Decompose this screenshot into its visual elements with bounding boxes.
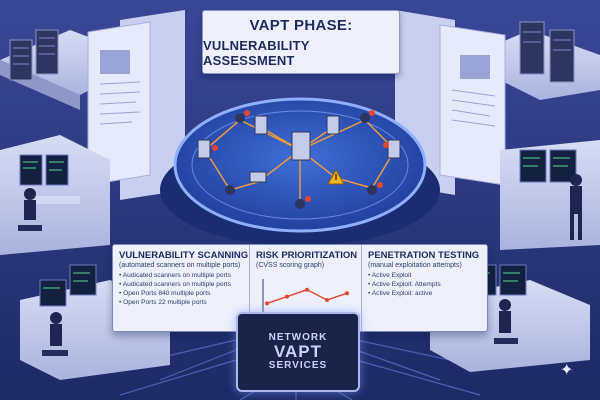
- person-icon: [50, 312, 62, 324]
- phase-title-card: VAPT PHASE: VULNERABILITY ASSESSMENT: [202, 10, 400, 74]
- person-icon: [24, 188, 36, 200]
- chip-line-3: SERVICES: [268, 359, 328, 371]
- list-item: Audicated scanners on multiple ports: [119, 280, 247, 289]
- sparkle-icon: ✦: [560, 360, 574, 379]
- risk-title: RISK PRIORITIZATION: [256, 250, 358, 261]
- network-node-icon: [197, 115, 401, 183]
- graph-point-0: [265, 301, 269, 306]
- list-item: Active Exploit: Attempts: [368, 280, 488, 289]
- phase-title: VAPT PHASE:: [249, 16, 353, 34]
- risk-subtitle: (CVSS scoring graph): [256, 262, 325, 269]
- list-item: Active Exploit: [368, 271, 488, 280]
- scanning-subtitle: (automated scanners on multiple ports): [119, 262, 241, 269]
- network-links: [204, 119, 396, 200]
- workstation-left: [0, 135, 110, 255]
- document-icon: [87, 10, 185, 200]
- chip-line-1: NETWORK: [268, 331, 328, 343]
- graph-point-3: [325, 298, 329, 302]
- graph-point-2: [305, 287, 309, 292]
- scanning-title: VULNERABILITY SCANNING: [119, 250, 249, 261]
- vapt-services-chip: NETWORK VAPT SERVICES: [236, 312, 360, 392]
- list-item: Open Ports 840 multiple ports: [119, 289, 247, 298]
- pentest-list: Active Exploit Active Exploit: Attempts …: [362, 271, 488, 298]
- pentest-subtitle: (manual exploitation attempts): [368, 262, 462, 269]
- list-item: Active Exploit: active: [368, 289, 488, 298]
- warning-icon: [327, 168, 345, 185]
- hacker-icon: [225, 113, 377, 209]
- graph-point-1: [285, 294, 289, 299]
- person-icon: [499, 299, 511, 311]
- graph-point-4: [345, 291, 349, 296]
- network-map-disc: [160, 97, 440, 246]
- chip-line-2: VAPT: [273, 342, 323, 362]
- graph-series-line: [266, 289, 348, 305]
- pentest-title: PENETRATION TESTING: [368, 250, 480, 261]
- phase-subtitle: VULNERABILITY ASSESSMENT: [203, 37, 310, 68]
- person-icon: [570, 174, 582, 186]
- scanning-list: Audicated scanners on multiple ports Aud…: [113, 271, 247, 307]
- workstation-right: [500, 140, 600, 250]
- scanning-panel: VULNERABILITY SCANNING (automated scanne…: [113, 245, 249, 331]
- alert-marks: [212, 110, 389, 202]
- list-item: Open Ports 22 multiple ports: [119, 298, 247, 307]
- pentest-panel: PENETRATION TESTING (manual exploitation…: [361, 245, 488, 331]
- list-item: Audicated scanners on multiple ports: [119, 271, 247, 280]
